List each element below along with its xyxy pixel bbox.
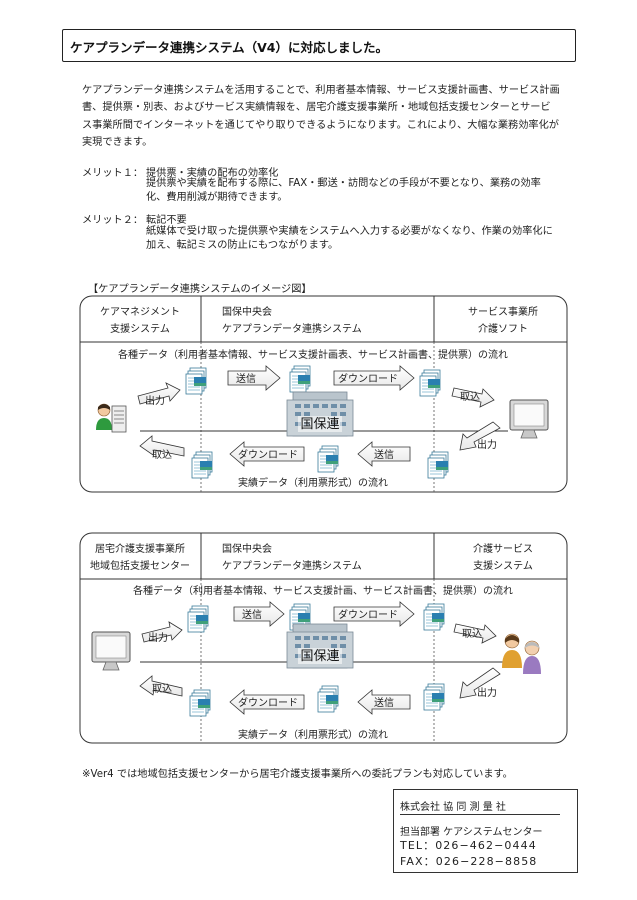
d1-send-left-arrow	[357, 441, 411, 467]
company-fax: FAX：026−228−8858	[400, 855, 538, 868]
merit1-summary: 提供票・実績の配布の効率化	[146, 168, 279, 179]
d1-csv-doc-3	[419, 369, 441, 397]
merit2-label: メリット２：	[82, 215, 144, 226]
d1-send-arrow	[227, 365, 281, 391]
intro-paragraph: ケアプランデータ連携システムを活用することで、利用者基本情報、サービス支援計画書…	[82, 85, 560, 148]
company-divider	[400, 814, 560, 815]
d2-flow-bottom: 実績データ（利用票形式）の流れ	[238, 728, 388, 741]
d2-csv-doc-5	[317, 685, 339, 713]
d2-output-label: 出力	[148, 631, 168, 644]
d1-download-left-label: ダウンロード	[238, 448, 298, 461]
d1-center-line2: ケアプランデータ連携システム	[222, 322, 362, 335]
company-tel: TEL：026−462−0444	[400, 839, 537, 852]
d1-csv-doc-4	[191, 451, 213, 479]
d1-import-left-label: 取込	[152, 449, 172, 461]
d2-download-left-label: ダウンロード	[238, 696, 298, 709]
merit2-detail: 紙媒体で受け取った提供票や実績をシステムへ入力する必要がなくなり、作業の効率化に…	[146, 226, 553, 251]
d1-import-arrow	[451, 387, 495, 408]
d1-left-line2: 支援システム	[110, 322, 170, 335]
d2-import-label: 取込	[462, 628, 482, 640]
diagram1-frame	[79, 295, 568, 493]
d2-send-left-arrow	[357, 689, 411, 715]
d2-persons-icon	[502, 633, 541, 674]
d1-import-label: 取込	[460, 391, 480, 403]
d2-import-left-label: 取込	[152, 683, 172, 695]
company-box	[393, 789, 578, 873]
d2-csv-doc-1	[187, 605, 209, 633]
d2-left-line2: 地域包括支援センター	[90, 559, 190, 572]
d2-monitor-icon	[91, 631, 131, 671]
d2-csv-doc-6	[423, 683, 445, 711]
d2-kokuho-label: 国保連	[300, 649, 339, 664]
d1-center-line1: 国保中央会	[222, 305, 272, 318]
footnote: ※Ver4 では地域包括支援センターから居宅介護支援事業所への委託プランも対応し…	[82, 769, 513, 780]
d1-right-line1: サービス事業所	[468, 305, 538, 318]
d2-import-arrow	[453, 623, 497, 644]
d1-csv-doc-6	[427, 451, 449, 479]
d1-kokuho-label: 国保連	[300, 417, 339, 432]
d1-send-left-label: 送信	[374, 448, 394, 461]
merit1-detail: 提供票や実績を配布する際に、FAX・郵送・訪問などの手段が不要となり、業務の効率…	[146, 178, 541, 203]
d2-csv-doc-3	[423, 603, 445, 631]
d2-send-left-label: 送信	[374, 696, 394, 709]
d2-flow-top: 各種データ（利用者基本情報、サービス支援計画、サービス計画書、提供票）の流れ	[133, 584, 513, 597]
d2-download-label: ダウンロード	[338, 608, 398, 621]
d1-import-left-arrow	[139, 435, 185, 457]
d2-send-arrow	[233, 601, 285, 627]
company-name: 株式会社 協 同 測 量 社	[400, 802, 506, 813]
merit1-label: メリット１：	[82, 168, 144, 179]
d1-download-arrow	[333, 365, 415, 391]
page-title: ケアプランデータ連携システム（V4）に対応しました。	[70, 40, 388, 55]
d2-download-arrow	[333, 601, 415, 627]
d2-center-line1: 国保中央会	[222, 542, 272, 555]
diagram2-frame	[79, 532, 568, 744]
d1-flow-bottom: 実績データ（利用票形式）の流れ	[238, 476, 388, 489]
d1-output-label: 出力	[145, 394, 165, 407]
d2-center-line2: ケアプランデータ連携システム	[222, 559, 362, 572]
d2-output-arrow	[141, 621, 183, 643]
d1-csv-doc-5	[317, 445, 339, 473]
d2-output-right-arrow	[459, 667, 501, 699]
company-dept: 担当部署 ケアシステムセンター	[400, 827, 543, 838]
d1-send-label: 送信	[236, 372, 256, 385]
d1-monitor-icon	[509, 399, 549, 439]
title-box	[62, 29, 576, 62]
merit2-summary: 転記不要	[146, 215, 187, 226]
diagram-caption: 【ケアプランデータ連携システムのイメージ図】	[88, 284, 312, 295]
d2-send-label: 送信	[242, 608, 262, 621]
d1-csv-doc-1	[185, 367, 207, 395]
d1-output-arrow	[137, 382, 181, 405]
d1-output-right-label: 出力	[477, 438, 497, 451]
d1-left-line1: ケアマネジメント	[100, 306, 180, 318]
d2-right-line2: 支援システム	[473, 559, 533, 572]
d2-import-left-arrow	[139, 675, 183, 697]
d1-person-icon	[96, 403, 127, 433]
d2-csv-doc-4	[189, 689, 211, 717]
d2-left-line1: 居宅介護支援事業所	[95, 542, 185, 555]
d2-right-line1: 介護サービス	[473, 542, 533, 555]
d1-download-label: ダウンロード	[338, 372, 398, 385]
d1-output-right-arrow	[459, 421, 501, 451]
d2-output-right-label: 出力	[477, 686, 497, 699]
d1-right-line2: 介護ソフト	[478, 322, 528, 335]
d2-download-left-arrow	[229, 689, 305, 715]
d1-download-left-arrow	[229, 441, 305, 467]
d1-flow-top: 各種データ（利用者基本情報、サービス支援計画表、サービス計画書、提供票）の流れ	[118, 348, 508, 361]
d1-csv-doc-2	[289, 365, 311, 393]
